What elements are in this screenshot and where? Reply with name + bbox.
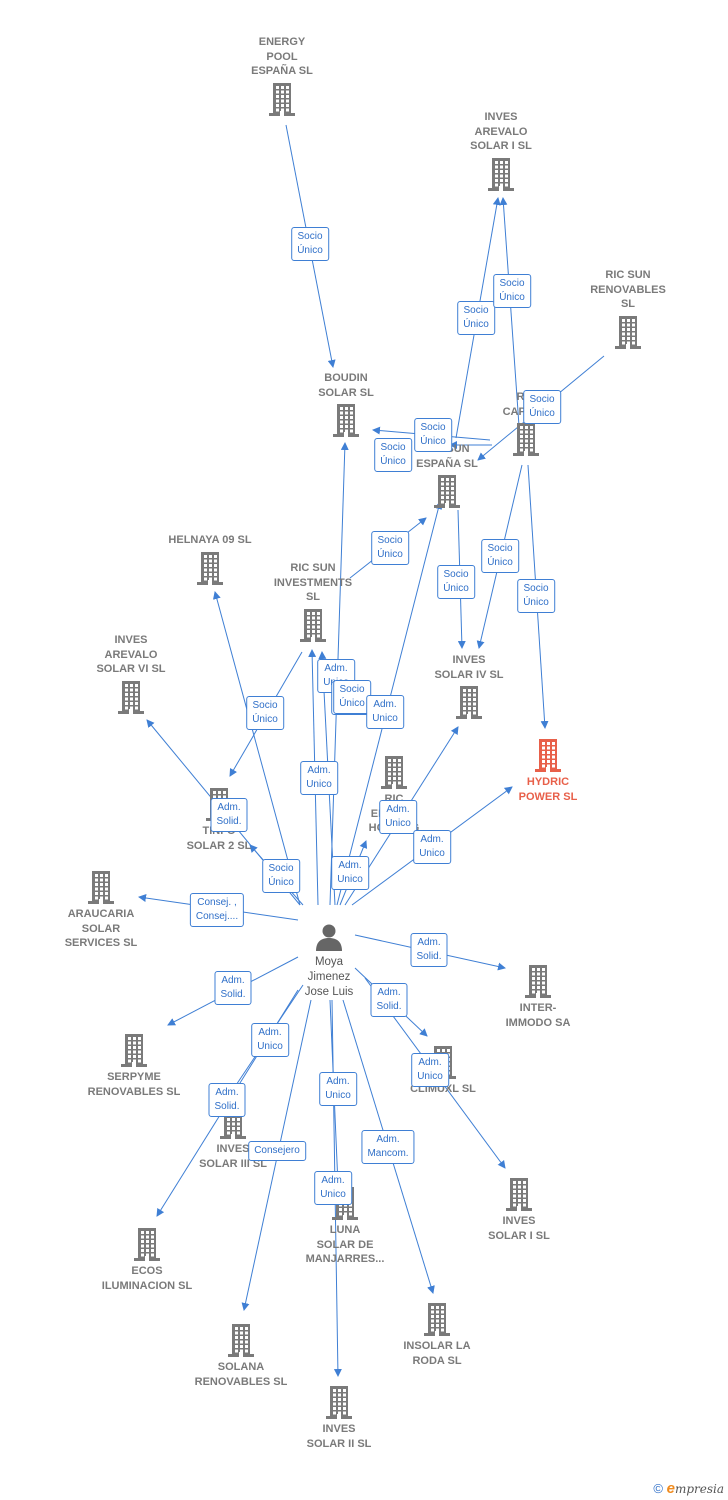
company-label: INVES AREVALO SOLAR I SL xyxy=(470,111,532,152)
building-icon xyxy=(434,475,460,508)
building-icon xyxy=(525,965,551,998)
relation-label[interactable]: Adm. Unico xyxy=(314,1171,352,1205)
building-icon xyxy=(456,686,482,719)
person-name: Moya Jimenez Jose Luis xyxy=(304,956,354,998)
relation-label[interactable]: Adm. Unico xyxy=(251,1023,289,1057)
company-label: INSOLAR LA RODA SL xyxy=(403,1340,471,1367)
company-node-inves-iv[interactable]: INVES SOLAR IV SL xyxy=(404,653,534,719)
relation-label[interactable]: Socio Único xyxy=(374,438,412,472)
company-label: RIC SUN RENOVABLES SL xyxy=(590,269,666,310)
relation-label[interactable]: Socio Único xyxy=(437,565,475,599)
relation-label[interactable]: Socio Único xyxy=(517,579,555,613)
relation-label[interactable]: Adm. Unico xyxy=(300,761,338,795)
building-icon xyxy=(134,1228,160,1261)
relation-label[interactable]: Socio Único xyxy=(414,418,452,452)
company-node-inves-ii[interactable]: INVES SOLAR II SL xyxy=(274,1385,404,1451)
company-label: BOUDIN SOLAR SL xyxy=(318,372,374,399)
relation-label[interactable]: Socio Único xyxy=(523,390,561,424)
brand-name: mpresia xyxy=(674,1482,724,1496)
company-label: LUNA SOLAR DE MANJARRES... xyxy=(305,1224,385,1265)
relation-label[interactable]: Socio Único xyxy=(371,531,409,565)
relation-label[interactable]: Adm. Unico xyxy=(319,1072,357,1106)
building-icon xyxy=(535,739,561,772)
company-node-helnaya[interactable]: HELNAYA 09 SL xyxy=(145,533,275,585)
relation-label[interactable]: Adm. Unico xyxy=(379,800,417,834)
relation-label[interactable]: Adm. Unico xyxy=(331,856,369,890)
relation-edge xyxy=(499,197,521,441)
relation-label[interactable]: Adm. Solid. xyxy=(208,1083,246,1117)
relation-label[interactable]: Adm. Solid. xyxy=(410,933,448,967)
company-node-boudin[interactable]: BOUDIN SOLAR SL xyxy=(281,371,411,437)
company-label: HELNAYA 09 SL xyxy=(168,534,252,546)
building-icon xyxy=(300,608,326,642)
relation-label[interactable]: Adm. Unico xyxy=(366,695,404,729)
company-node-inter[interactable]: INTER- IMMODO SA xyxy=(473,964,603,1030)
company-node-insolar[interactable]: INSOLAR LA RODA SL xyxy=(372,1302,502,1368)
building-icon xyxy=(269,82,295,116)
company-label: ARAUCARIA SOLAR SERVICES SL xyxy=(64,908,138,949)
relation-label[interactable]: Adm. Solid. xyxy=(370,983,408,1017)
company-label: INVES AREVALO SOLAR VI SL xyxy=(96,634,166,675)
company-node-hydric[interactable]: HYDRIC POWER SL xyxy=(483,738,613,804)
company-node-energy-pool[interactable]: ENERGY POOL ESPAÑA SL xyxy=(217,35,347,116)
company-label: INVES SOLAR II SL xyxy=(306,1423,372,1450)
building-icon xyxy=(488,157,514,191)
relation-label[interactable]: Socio Único xyxy=(291,227,329,261)
person-icon xyxy=(316,924,342,951)
relation-label[interactable]: Socio Único xyxy=(333,680,371,714)
company-node-inves-arevalo-i[interactable]: INVES AREVALO SOLAR I SL xyxy=(436,110,566,191)
relation-label[interactable]: Adm. Mancom. xyxy=(361,1130,415,1164)
company-label: INTER- IMMODO SA xyxy=(505,1002,571,1029)
company-label: ENERGY POOL ESPAÑA SL xyxy=(251,36,313,77)
company-node-inves-arevalo-vi[interactable]: INVES AREVALO SOLAR VI SL xyxy=(66,633,196,714)
company-node-ric-sun-renovables[interactable]: RIC SUN RENOVABLES SL xyxy=(563,268,693,349)
company-label: ECOS ILUMINACION SL xyxy=(101,1265,193,1292)
building-icon xyxy=(615,315,641,349)
building-icon xyxy=(326,1386,352,1419)
building-icon xyxy=(197,551,223,585)
building-icon xyxy=(513,423,539,456)
building-icon xyxy=(88,871,114,904)
company-label: INVES SOLAR I SL xyxy=(488,1215,550,1242)
relation-label[interactable]: Socio Único xyxy=(262,859,300,893)
building-icon xyxy=(228,1324,254,1357)
relation-label[interactable]: Adm. Solid. xyxy=(210,798,248,832)
company-node-serpyme[interactable]: SERPYME RENOVABLES SL xyxy=(69,1033,199,1099)
relation-label[interactable]: Socio Único xyxy=(493,274,531,308)
company-node-ric-sun-investments[interactable]: RIC SUN INVESTMENTS SL xyxy=(248,561,378,642)
copyright-icon: © xyxy=(653,1481,663,1496)
relation-label[interactable]: Adm. Unico xyxy=(413,830,451,864)
relation-label[interactable]: Adm. Unico xyxy=(411,1053,449,1087)
company-label: SERPYME RENOVABLES SL xyxy=(87,1071,181,1098)
company-label: SOLANA RENOVABLES SL xyxy=(194,1361,288,1388)
building-icon xyxy=(333,404,359,437)
relation-label[interactable]: Consej. , Consej.... xyxy=(189,893,245,927)
relation-label[interactable]: Socio Único xyxy=(246,696,284,730)
building-icon xyxy=(506,1178,532,1211)
building-icon xyxy=(121,1034,147,1067)
building-icon xyxy=(424,1303,450,1336)
relation-label[interactable]: Socio Único xyxy=(457,301,495,335)
person-node[interactable]: Moya Jimenez Jose Luis xyxy=(274,922,384,1000)
building-icon xyxy=(118,680,144,714)
company-label: RIC SUN INVESTMENTS SL xyxy=(273,562,353,603)
brand-logo-e: e xyxy=(666,1480,675,1497)
company-node-inves-i[interactable]: INVES SOLAR I SL xyxy=(454,1177,584,1243)
relation-label[interactable]: Consejero xyxy=(248,1141,306,1161)
company-label: INVES SOLAR IV SL xyxy=(434,654,504,681)
relation-label[interactable]: Socio Único xyxy=(481,539,519,573)
company-label: HYDRIC POWER SL xyxy=(518,776,578,803)
footer-brand: © empresia xyxy=(653,1480,724,1497)
building-icon xyxy=(381,756,407,789)
company-node-solana[interactable]: SOLANA RENOVABLES SL xyxy=(176,1323,306,1389)
relation-label[interactable]: Adm. Solid. xyxy=(214,971,252,1005)
company-node-ecos[interactable]: ECOS ILUMINACION SL xyxy=(82,1227,212,1293)
company-node-araucaria[interactable]: ARAUCARIA SOLAR SERVICES SL xyxy=(36,870,166,951)
relation-edge xyxy=(212,591,301,906)
